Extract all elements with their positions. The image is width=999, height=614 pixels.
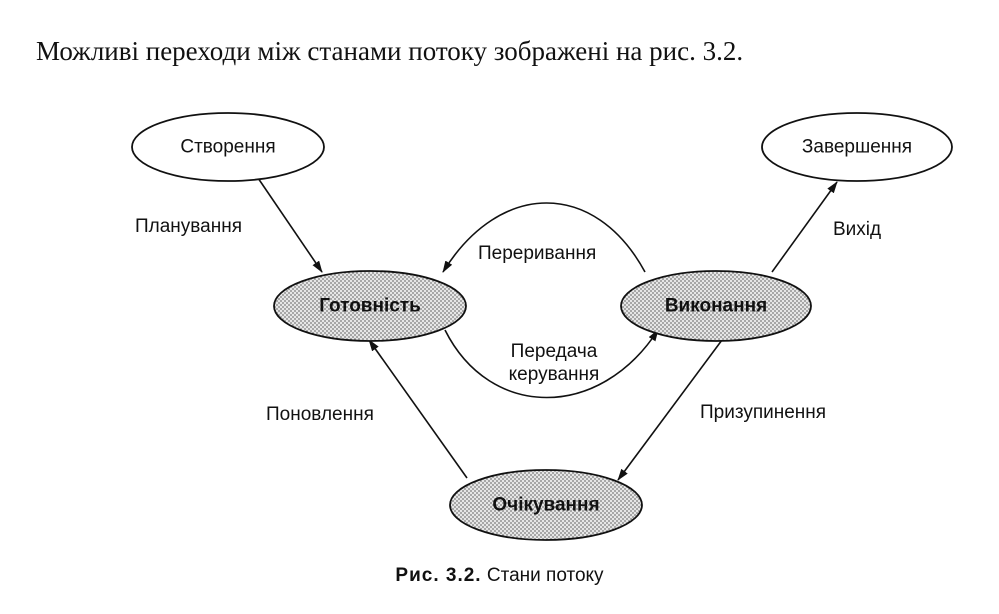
state-created <box>131 112 325 182</box>
label-scheduling: Планування <box>135 216 242 237</box>
state-running-label: Виконання <box>665 296 767 317</box>
edge-dispatch <box>444 329 659 399</box>
figure-caption-text: Стани потоку <box>486 565 604 586</box>
state-waiting-label: Очікування <box>492 495 599 516</box>
label-suspension: Призупинення <box>700 402 826 423</box>
label-preemption: Переривання <box>478 243 596 264</box>
edge-suspension <box>617 339 723 481</box>
label-resumption: Поновлення <box>266 404 374 425</box>
state-running <box>620 270 812 342</box>
state-finished-label: Завершення <box>802 137 912 158</box>
state-finished <box>761 112 953 182</box>
edge-exit <box>771 181 838 273</box>
edge-resumption <box>368 339 468 479</box>
edge-scheduling <box>257 177 323 273</box>
intro-paragraph: Можливі переходи між станами потоку зобр… <box>36 36 744 66</box>
figure-caption: Рис. 3.2. Стани потоку <box>0 565 999 587</box>
state-created-label: Створення <box>180 137 275 158</box>
state-waiting <box>449 469 643 541</box>
label-dispatch-line1: Передача <box>511 341 598 362</box>
state-ready <box>273 270 467 342</box>
state-ready-label: Готовність <box>319 296 421 317</box>
label-exit: Вихід <box>833 219 881 240</box>
edge-preemption <box>442 202 646 273</box>
figure-caption-number: Рис. 3.2. <box>395 565 482 586</box>
label-dispatch-line2: керування <box>509 364 600 385</box>
